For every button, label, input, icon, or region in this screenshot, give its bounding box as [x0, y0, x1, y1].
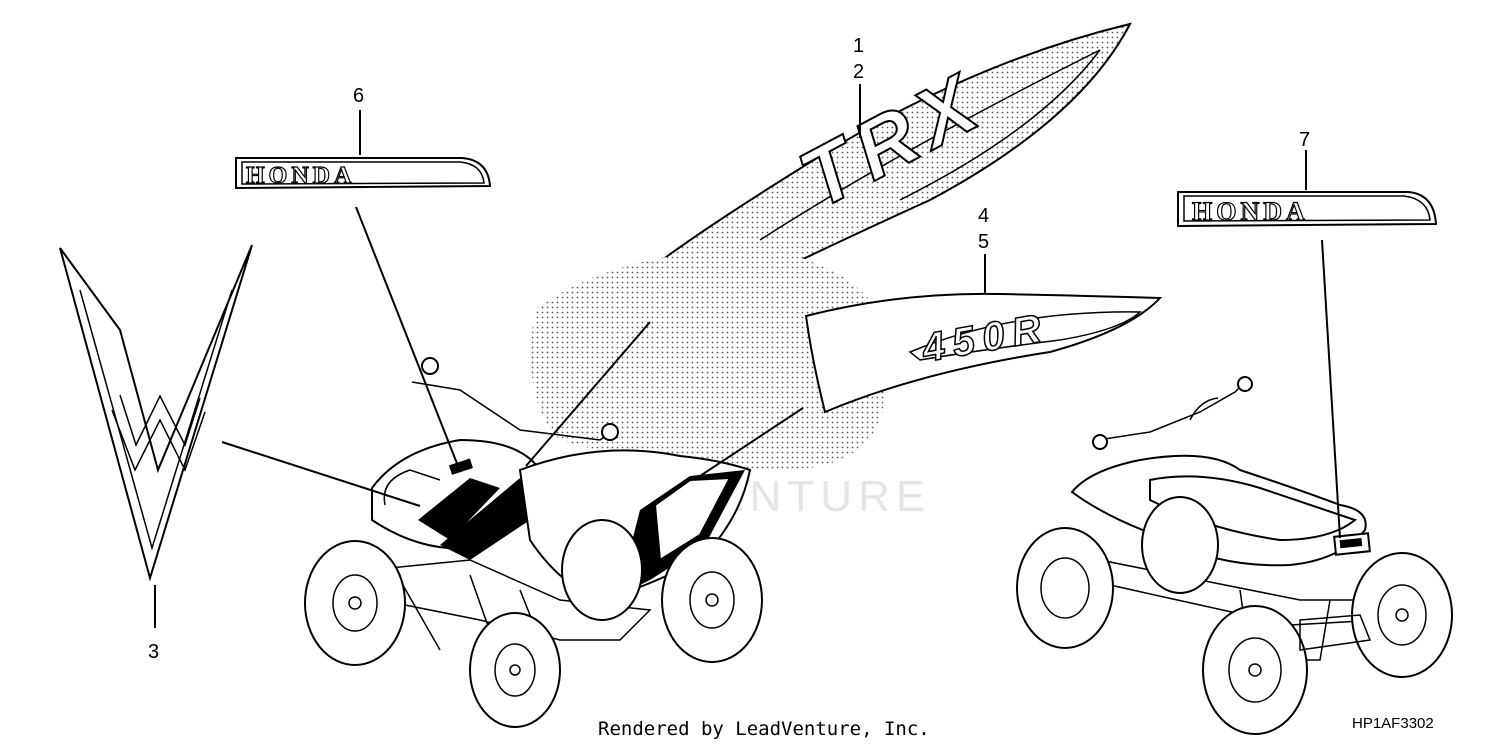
- honda-badge-icon: [1177, 191, 1438, 228]
- atv-front-view: [304, 357, 763, 728]
- leader-1-body: [525, 321, 651, 467]
- leader-3-body: [221, 441, 421, 507]
- leader-4-body: [699, 407, 804, 477]
- callout-6: 6: [353, 85, 364, 107]
- leader-7: [1321, 239, 1341, 539]
- callout-2: 2: [853, 61, 864, 83]
- callout-4: 4: [978, 205, 989, 227]
- tank-stripe-decal: [639, 22, 1132, 294]
- callout-7: 7: [1299, 129, 1310, 151]
- callout-3: 3: [148, 641, 159, 663]
- callout-1: 1: [853, 35, 864, 57]
- fender-stipple: [530, 249, 888, 470]
- diagram-code: HP1AF3302: [1352, 715, 1434, 732]
- v-stripe-icon: [59, 244, 253, 582]
- leader-6: [355, 206, 459, 467]
- atv-rear-view: [1016, 376, 1453, 735]
- badge-text-left: HONDA: [246, 163, 355, 189]
- shroud-stripe-decal: [804, 292, 1163, 414]
- honda-badge-icon: [235, 157, 492, 190]
- badge-text-right: HONDA: [1192, 197, 1309, 226]
- callout-5: 5: [978, 231, 989, 253]
- footer-credit: Rendered by LeadVenture, Inc.: [598, 718, 930, 740]
